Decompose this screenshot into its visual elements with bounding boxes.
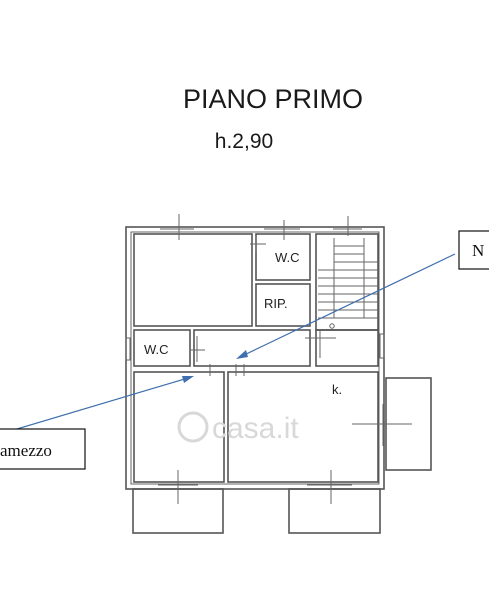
callout-label-left: amezzo <box>0 441 52 460</box>
window-marks <box>125 214 412 504</box>
svg-text:casa.it: casa.it <box>212 412 299 445</box>
watermark: casa.it <box>177 411 299 445</box>
room-kitchen <box>227 371 379 483</box>
room-label-wc-left: W.C <box>144 342 169 357</box>
outer-walls <box>125 226 385 490</box>
room-label-wc-upper: W.C <box>275 250 300 265</box>
plan-title: PIANO PRIMO <box>183 84 363 114</box>
callout-box-right: N <box>458 230 489 270</box>
room-upper-left <box>133 233 253 327</box>
callout-arrows <box>0 253 456 435</box>
room-rip <box>255 283 311 327</box>
room-lower-left <box>133 371 225 483</box>
callout-box-left: amezzo <box>0 428 86 470</box>
corridor <box>193 329 311 367</box>
balconies <box>132 377 432 534</box>
room-label-rip: RIP. <box>264 296 288 311</box>
ceiling-height: h.2,90 <box>215 130 273 153</box>
room-wc-upper <box>255 233 311 281</box>
callout-label-right: N <box>472 241 484 260</box>
landing <box>315 329 379 367</box>
room-wc-left <box>133 329 191 367</box>
room-label-kitchen: k. <box>332 382 342 397</box>
